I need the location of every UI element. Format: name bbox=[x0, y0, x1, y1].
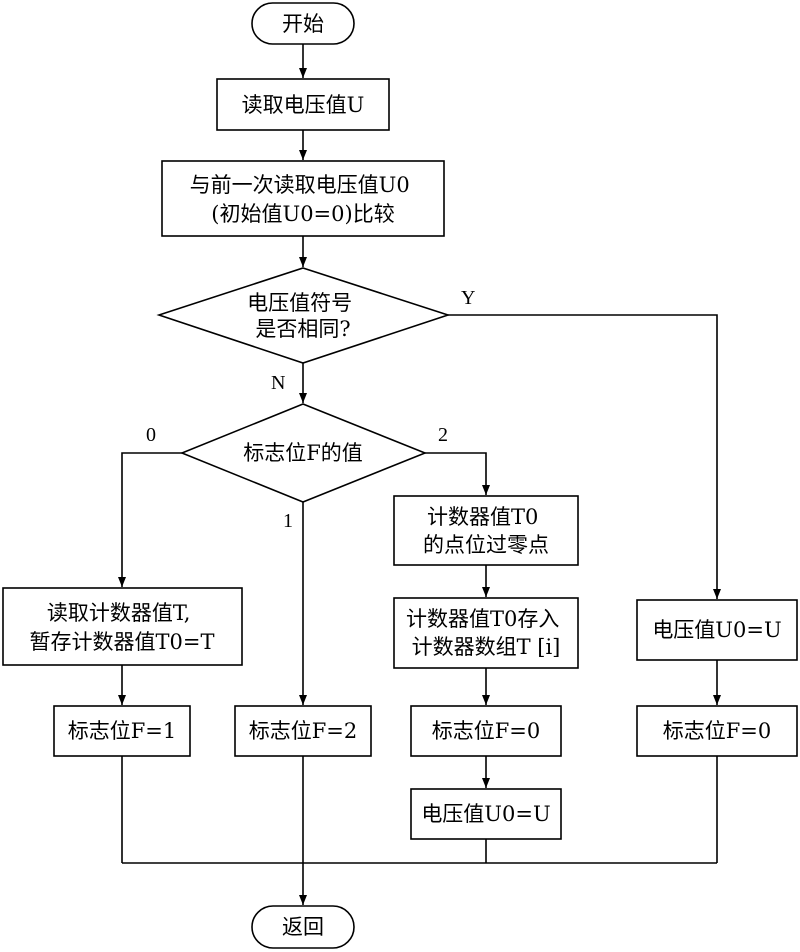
start-label: 开始 bbox=[282, 12, 324, 36]
sign-decision-line-2: 是否相同? bbox=[255, 317, 350, 341]
update-third-text: 电压值U0=U bbox=[421, 802, 550, 826]
arrow-branch-0 bbox=[118, 452, 182, 587]
flag-box-third: 标志位F=0 bbox=[410, 705, 562, 757]
compare-text: 与前一次读取电压值U0 (初始值U0=0)比较 bbox=[190, 173, 417, 226]
label-branch-2: 2 bbox=[438, 424, 448, 446]
read-counter-box: 读取计数器值T, 暂存计数器值T0=T bbox=[2, 587, 243, 666]
flag-third-text: 标志位F=0 bbox=[432, 719, 541, 743]
label-yes: Y bbox=[461, 287, 475, 309]
flag-box-left: 标志位F=1 bbox=[53, 705, 191, 757]
arrow-yes-branch bbox=[448, 314, 721, 599]
flag-decision: 标志位F的值 bbox=[179, 403, 428, 503]
read-voltage-box: 读取电压值U bbox=[216, 78, 390, 131]
read-voltage-text: 读取电压值U bbox=[242, 93, 365, 117]
sign-decision-line-1: 电压值符号 bbox=[247, 291, 352, 315]
flag-left-text: 标志位F=1 bbox=[68, 719, 177, 743]
read-voltage-line: 读取电压值U bbox=[242, 93, 365, 117]
compare-line-2: (初始值U0=0)比较 bbox=[211, 202, 394, 226]
flag-box-mid: 标志位F=2 bbox=[234, 705, 372, 757]
flag-decision-text: 标志位F的值 bbox=[243, 441, 363, 465]
zero-cross-box: 计数器值T0 的点位过零点 bbox=[393, 495, 579, 566]
read-counter-line-2: 暂存计数器值T0=T bbox=[30, 630, 215, 654]
store-array-line-2: 计数器数组T [i] bbox=[412, 635, 561, 659]
compare-box: 与前一次读取电压值U0 (初始值U0=0)比较 bbox=[161, 160, 445, 237]
start-terminal: 开始 bbox=[251, 2, 355, 45]
update-voltage-box-right: 电压值U0=U bbox=[636, 599, 798, 661]
update-right-text: 电压值U0=U bbox=[652, 618, 781, 642]
zero-cross-line-1: 计数器值T0 bbox=[427, 505, 538, 529]
label-no: N bbox=[271, 372, 285, 394]
compare-line-1: 与前一次读取电压值U0 bbox=[190, 173, 410, 197]
label-branch-0: 0 bbox=[146, 424, 156, 446]
flag-right-text: 标志位F=0 bbox=[663, 719, 772, 743]
sign-decision: 电压值符号 是否相同? bbox=[156, 267, 451, 364]
zero-cross-text: 计数器值T0 的点位过零点 bbox=[423, 505, 549, 557]
read-counter-text: 读取计数器值T, 暂存计数器值T0=T bbox=[30, 601, 215, 654]
update-voltage-box-third: 电压值U0=U bbox=[410, 788, 562, 840]
sign-decision-text: 电压值符号 是否相同? bbox=[247, 291, 359, 341]
store-array-line-1: 计数器值T0存入 bbox=[406, 607, 559, 631]
read-counter-line-1: 读取计数器值T, bbox=[47, 601, 191, 625]
zero-cross-line-2: 的点位过零点 bbox=[423, 533, 549, 557]
arrow-branch-2 bbox=[425, 452, 490, 495]
store-array-box: 计数器值T0存入 计数器数组T [i] bbox=[393, 597, 579, 669]
flag-decision-line: 标志位F的值 bbox=[243, 441, 363, 465]
return-label: 返回 bbox=[282, 915, 324, 939]
connectors bbox=[118, 44, 721, 905]
flag-mid-text: 标志位F=2 bbox=[249, 719, 358, 743]
return-terminal: 返回 bbox=[251, 905, 355, 949]
store-array-text: 计数器值T0存入 计数器数组T [i] bbox=[406, 607, 566, 659]
label-branch-1: 1 bbox=[283, 510, 293, 532]
flag-box-right: 标志位F=0 bbox=[636, 705, 798, 757]
